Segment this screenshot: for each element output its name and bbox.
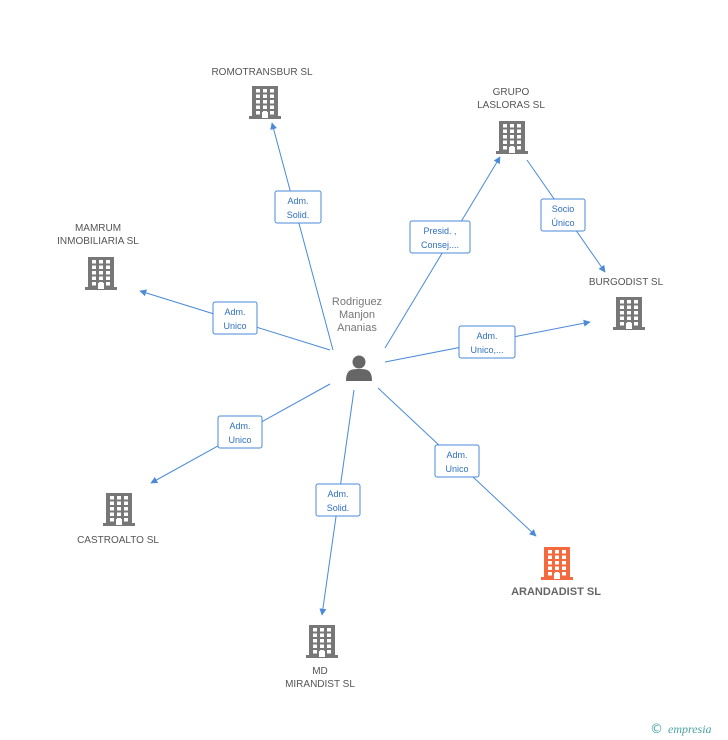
company-label: MAMRUM [75, 223, 121, 234]
edge-label-box[interactable] [274, 190, 322, 224]
edge-label-text: Presid. , [423, 226, 456, 236]
person-icon [346, 355, 372, 381]
edge-center-to-arandadist: Adm. Unico [377, 387, 537, 537]
edge-label-text: Solid. [327, 503, 350, 513]
edge-label-text: Unico [228, 435, 251, 445]
company-node-arandadist[interactable]: ARANDADIST SL [511, 547, 601, 598]
edge-label-text: Unico [445, 464, 468, 474]
building-icon [103, 493, 135, 526]
edge-label-text: Unico [223, 321, 246, 331]
edge-label-box[interactable] [409, 220, 471, 254]
footer-brand: © empresia [650, 722, 712, 737]
edge-label-text: Unico,... [470, 345, 503, 355]
edge-label-box[interactable] [458, 325, 516, 359]
company-label: MD [312, 666, 328, 677]
company-node-md-mirandist[interactable]: MD MIRANDIST SL [285, 625, 355, 690]
person-name-line: Rodriguez [332, 296, 382, 308]
edge-center-to-romotransbur: Adm. Solid. [270, 122, 334, 351]
brand-logo: empresia [668, 722, 712, 736]
company-node-romotransbur[interactable]: ROMOTRANSBUR SL [211, 67, 313, 119]
edge-center-to-burgodist: Adm. Unico,... [384, 319, 591, 363]
company-label: BURGODIST SL [589, 277, 664, 288]
building-icon [249, 86, 281, 119]
company-label: LASLORAS SL [477, 100, 545, 111]
edge-label-box[interactable] [434, 444, 480, 478]
company-node-castroalto[interactable]: CASTROALTO SL [77, 493, 159, 546]
edge-label-text: Adm. [229, 421, 250, 431]
edge-label-text: Adm. [327, 489, 348, 499]
edge-label-text: Adm. [224, 307, 245, 317]
edge-label-text: Adm. [287, 196, 308, 206]
edge-line [270, 122, 334, 351]
company-label: CASTROALTO SL [77, 535, 159, 546]
edge-label-text: Único [551, 218, 574, 228]
building-icon [541, 547, 573, 580]
edge-label-text: Adm. [476, 331, 497, 341]
edge-label-text: Solid. [287, 210, 310, 220]
building-icon [496, 121, 528, 154]
edge-label-box[interactable] [217, 415, 263, 449]
copyright-symbol: © [650, 722, 663, 737]
edge-center-to-mamrum: Adm. Unico [139, 289, 331, 351]
building-icon [306, 625, 338, 658]
edge-label-text: Adm. [446, 450, 467, 460]
company-label: ROMOTRANSBUR SL [211, 67, 313, 78]
edge-label-box[interactable] [212, 301, 258, 335]
person-name-line: Manjon [339, 309, 375, 321]
company-node-mamrum[interactable]: MAMRUM INMOBILIARIA SL [57, 223, 139, 290]
edges-layer: Adm.Solid.Presid. ,Consej....SocioÚnicoA… [139, 122, 606, 616]
company-node-burgodist[interactable]: BURGODIST SL [589, 277, 664, 330]
company-label: MIRANDIST SL [285, 679, 355, 690]
edge-label-box[interactable] [540, 198, 586, 232]
edge-label-text: Socio [552, 204, 575, 214]
edge-label-text: Consej.... [421, 240, 459, 250]
company-label: ARANDADIST SL [511, 586, 601, 598]
person-name-line: Ananias [337, 322, 377, 334]
edge-center-to-castroalto: Adm. Unico [150, 383, 331, 484]
company-label: GRUPO [493, 87, 530, 98]
edge-center-to-md-mirandist: Adm. Solid. [315, 389, 361, 616]
edge-center-to-grupo-lasloras: Presid. , Consej.... [384, 156, 501, 349]
company-label: INMOBILIARIA SL [57, 236, 139, 247]
edge-label-box[interactable] [315, 483, 361, 517]
building-icon [613, 297, 645, 330]
building-icon [85, 257, 117, 290]
company-node-grupo-lasloras[interactable]: GRUPO LASLORAS SL [477, 87, 545, 154]
